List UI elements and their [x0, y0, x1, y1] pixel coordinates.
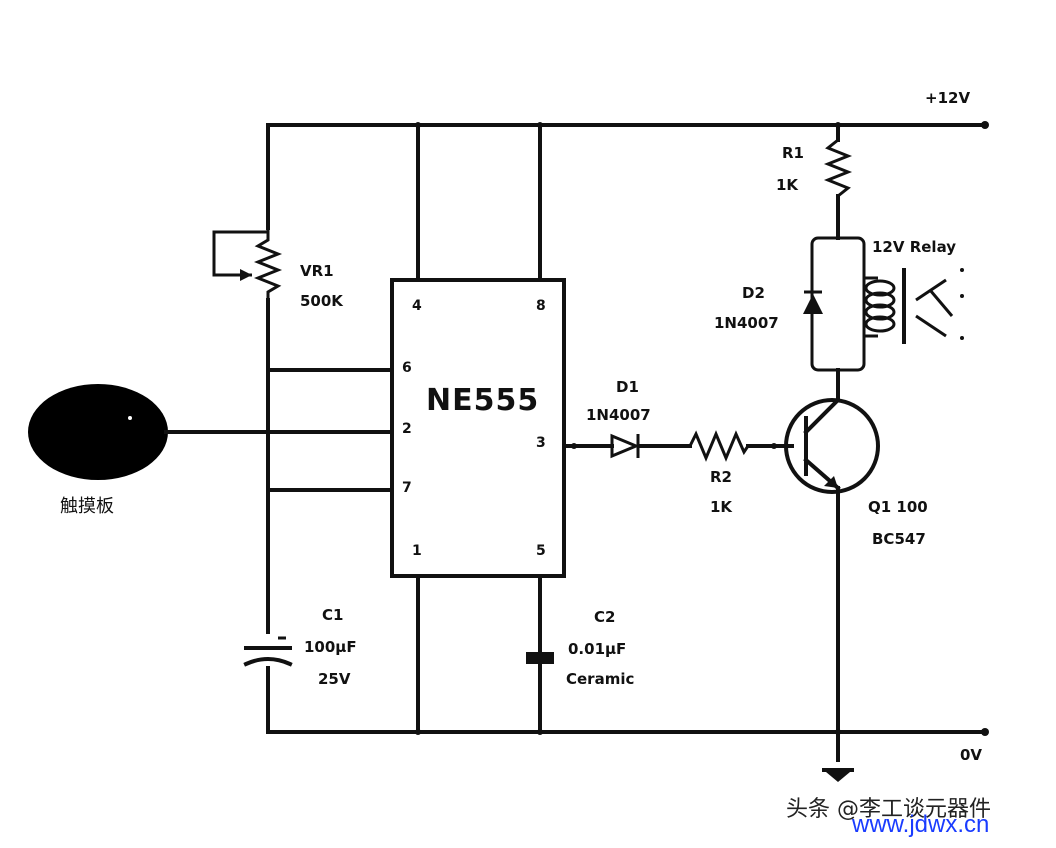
relay-loop: [810, 236, 866, 372]
pin-4-label: 4: [412, 298, 422, 314]
r2-ref: R2: [710, 468, 732, 486]
pin-8-label: 8: [536, 298, 546, 314]
vr1-value: 500K: [300, 292, 344, 310]
pin-2-label: 2: [402, 421, 412, 437]
q1-line1: Q1 100: [868, 498, 928, 516]
pin-7-label: 7: [402, 480, 412, 496]
d1-value: 1N4007: [586, 406, 651, 424]
touch-plate-dot: [128, 416, 132, 420]
q1-line2: BC547: [872, 530, 926, 548]
d1-ref: D1: [616, 378, 639, 396]
vr1-potentiometer: [212, 228, 283, 300]
d2-diode: [803, 290, 823, 314]
supply-rail: [266, 121, 989, 129]
c2-value: 0.01μF: [568, 640, 626, 658]
d2-value: 1N4007: [714, 314, 779, 332]
pin-3-label: 3: [536, 435, 546, 451]
pin-5-label: 5: [536, 543, 546, 559]
c1-value: 100μF: [304, 638, 357, 656]
touch-plate-label: 触摸板: [60, 496, 114, 517]
relay-label: 12V Relay: [872, 238, 956, 256]
ground-symbol: [822, 768, 854, 782]
c1-ref: C1: [322, 606, 343, 624]
r2-value: 1K: [710, 498, 733, 516]
ne555-label: NE555: [426, 383, 539, 418]
junctions: [415, 122, 841, 735]
touch-plate[interactable]: [28, 384, 168, 480]
c2-ref: C2: [594, 608, 615, 626]
ground-rail: [266, 728, 989, 736]
r1-resistor: [823, 138, 853, 198]
r2-resistor: [688, 430, 750, 462]
c2-note: Ceramic: [566, 670, 634, 688]
relay-coil: [864, 268, 906, 344]
vr1-ref: VR1: [300, 262, 334, 280]
r1-value: 1K: [776, 176, 799, 194]
pin-1-label: 1: [412, 543, 422, 559]
supply-label: +12V: [925, 89, 970, 107]
q1-transistor: [784, 397, 880, 494]
ic-wiring: [266, 123, 542, 734]
watermark-prefix: 头条 @李工谈元器件: [786, 797, 991, 822]
ground-label: 0V: [960, 746, 982, 764]
r1-ref: R1: [782, 144, 804, 162]
relay-contacts: [915, 268, 964, 340]
ne555-chip: [390, 278, 566, 578]
watermark-site: www.jdwx.cn: [851, 811, 989, 838]
pin-6-label: 6: [402, 360, 412, 376]
output-wiring: [562, 443, 794, 449]
d1-diode: [610, 433, 640, 459]
c1-capacitor: [243, 636, 293, 667]
c2-capacitor: [526, 652, 554, 664]
d2-ref: D2: [742, 284, 765, 302]
c1-rating: 25V: [318, 670, 351, 688]
